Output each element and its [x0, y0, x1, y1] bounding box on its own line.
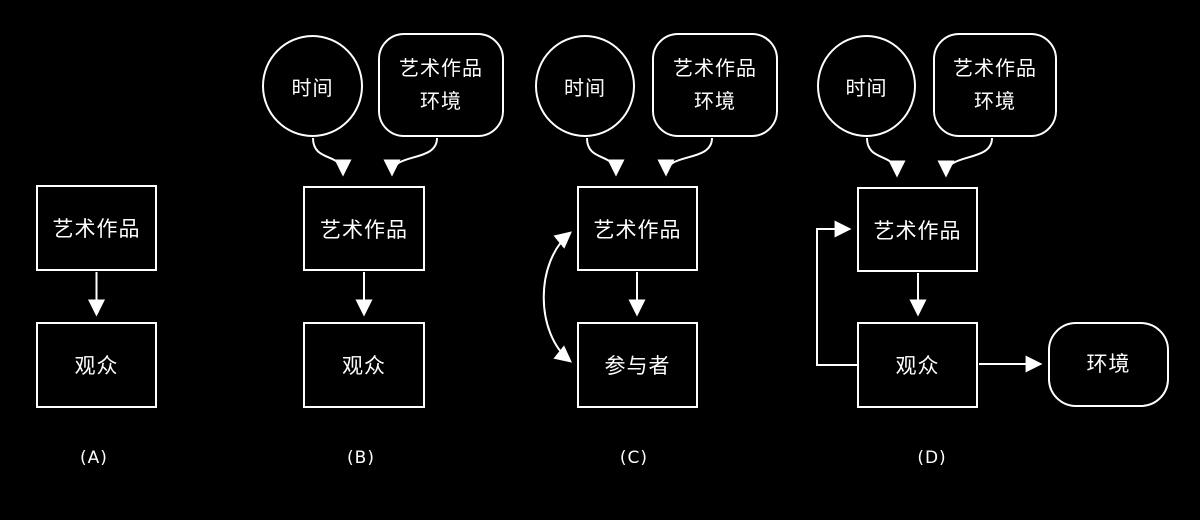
diagram-d-time-circle: 时间	[817, 35, 916, 137]
diagram-d-environment-box: 环境	[1048, 322, 1169, 407]
arrow-b-context-to-artwork	[383, 137, 438, 177]
arrow-b-time-to-artwork	[312, 137, 352, 177]
diagram-d-label: (D)	[917, 448, 947, 468]
arrow-c-time-to-artwork	[586, 137, 625, 177]
arrow-c-context-to-artwork	[657, 137, 713, 177]
arrow-d-audience-feedback-to-artwork	[816, 220, 857, 366]
diagram-d-artwork-box: 艺术作品	[857, 187, 978, 272]
diagram-b-artwork-box: 艺术作品	[303, 186, 425, 271]
arrow-c-feedback-loop	[542, 231, 572, 363]
diagram-a-artwork-box: 艺术作品	[36, 185, 157, 271]
diagram-c-context-line2: 环境	[694, 89, 736, 113]
arrow-d-context-to-artwork	[937, 137, 993, 178]
diagram-a-audience-box: 观众	[36, 322, 157, 408]
diagram-b-time-circle: 时间	[262, 35, 363, 137]
diagram-b-label: (B)	[347, 448, 375, 468]
diagram-d-context-line2: 环境	[974, 89, 1016, 113]
diagram-c-time-circle: 时间	[535, 35, 635, 137]
diagram-b-audience-box: 观众	[303, 322, 425, 408]
diagram-b-context-box: 艺术作品 环境	[378, 33, 504, 137]
diagram-d-context-line1: 艺术作品	[953, 56, 1037, 80]
diagram-c-artwork-box: 艺术作品	[577, 186, 698, 271]
diagram-c-participant-box: 参与者	[577, 322, 698, 408]
diagram-c-context-line1: 艺术作品	[673, 56, 757, 80]
diagram-c-context-box: 艺术作品 环境	[652, 33, 778, 137]
diagram-b-context-line1: 艺术作品	[399, 56, 483, 80]
diagram-d-context-box: 艺术作品 环境	[933, 33, 1057, 137]
diagram-a-label: (A)	[80, 448, 108, 468]
arrow-d-time-to-artwork	[866, 137, 906, 178]
diagram-b-context-line2: 环境	[420, 89, 462, 113]
diagram-d-audience-box: 观众	[857, 322, 978, 408]
diagram-c-label: (C)	[619, 448, 649, 468]
